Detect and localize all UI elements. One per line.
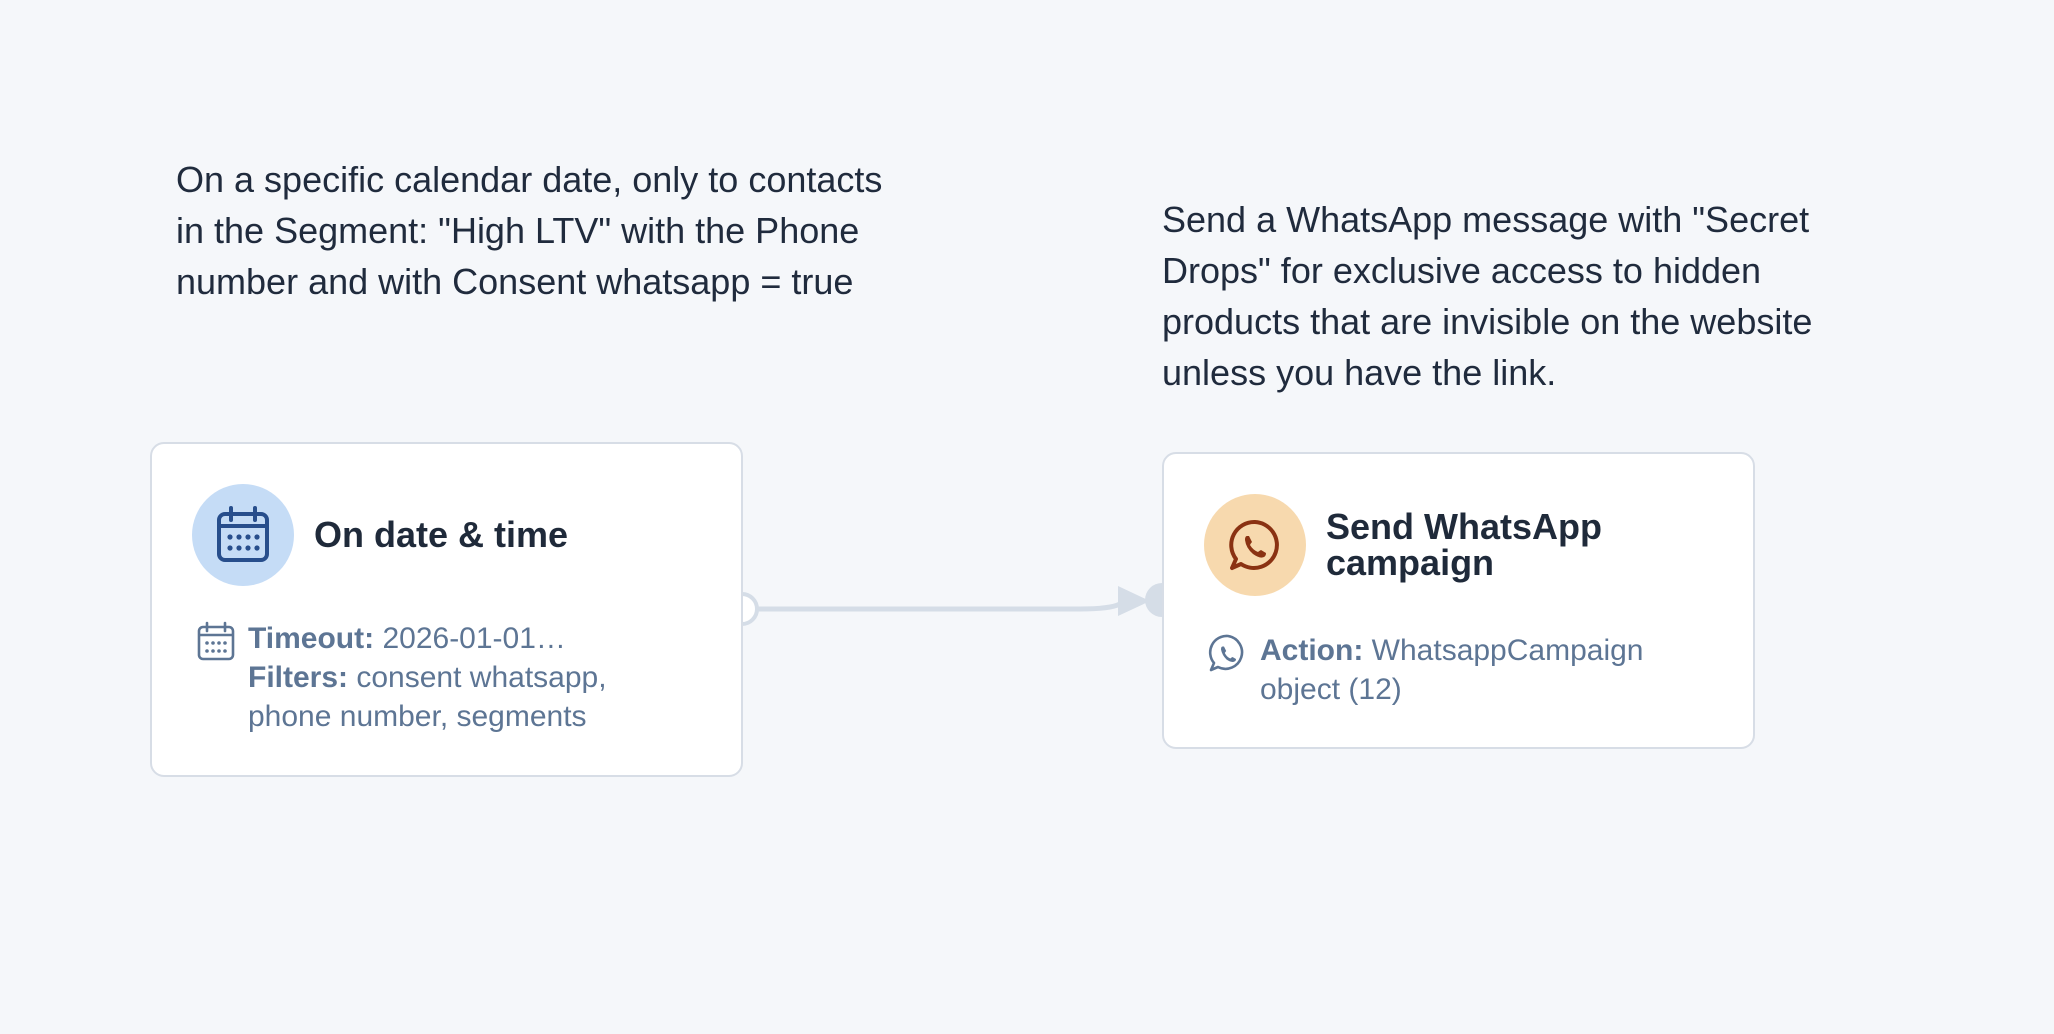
trigger-title: On date & time	[314, 514, 569, 555]
action-description: Send a WhatsApp message with "Secret Dro…	[1162, 199, 1813, 393]
calendar-icon	[217, 506, 269, 562]
timeout-value: 2026-01-01…	[382, 622, 566, 655]
filters-row: Filters: consent whatsapp, phone number,…	[248, 658, 668, 736]
whatsapp-small-icon	[1208, 634, 1244, 672]
filters-value: consent whatsapp, phone number, segments	[248, 661, 607, 733]
filters-label: Filters:	[248, 661, 349, 694]
trigger-node[interactable]: On date & time Timeout: 2026-01-01… Filt…	[150, 442, 743, 777]
trigger-detail-text: Timeout: 2026-01-01… Filters: consent wh…	[248, 619, 668, 736]
timeout-row: Timeout: 2026-01-01…	[248, 619, 668, 658]
action-node[interactable]: Send WhatsApp campaign Action: WhatsappC…	[1162, 452, 1755, 749]
action-label: Action:	[1260, 634, 1364, 667]
edge-line	[742, 601, 1122, 612]
timeout-label: Timeout:	[248, 622, 375, 655]
calendar-small-icon	[197, 621, 235, 661]
action-value: WhatsappCampaign object (12)	[1260, 634, 1644, 706]
edge-arrowhead	[1118, 586, 1150, 616]
action-title: Send WhatsApp campaign	[1326, 506, 1602, 583]
trigger-icon-circle	[192, 484, 294, 586]
trigger-details: Timeout: 2026-01-01… Filters: consent wh…	[196, 619, 668, 736]
action-details: Action: WhatsappCampaign object (12)	[1208, 631, 1720, 709]
action-detail-text: Action: WhatsappCampaign object (12)	[1260, 631, 1720, 709]
action-icon-circle	[1204, 494, 1306, 596]
whatsapp-icon	[1229, 519, 1279, 570]
action-node-header: Send WhatsApp campaign	[1204, 494, 1656, 596]
trigger-node-header: On date & time	[192, 484, 568, 586]
trigger-description: On a specific calendar date, only to con…	[176, 159, 883, 302]
